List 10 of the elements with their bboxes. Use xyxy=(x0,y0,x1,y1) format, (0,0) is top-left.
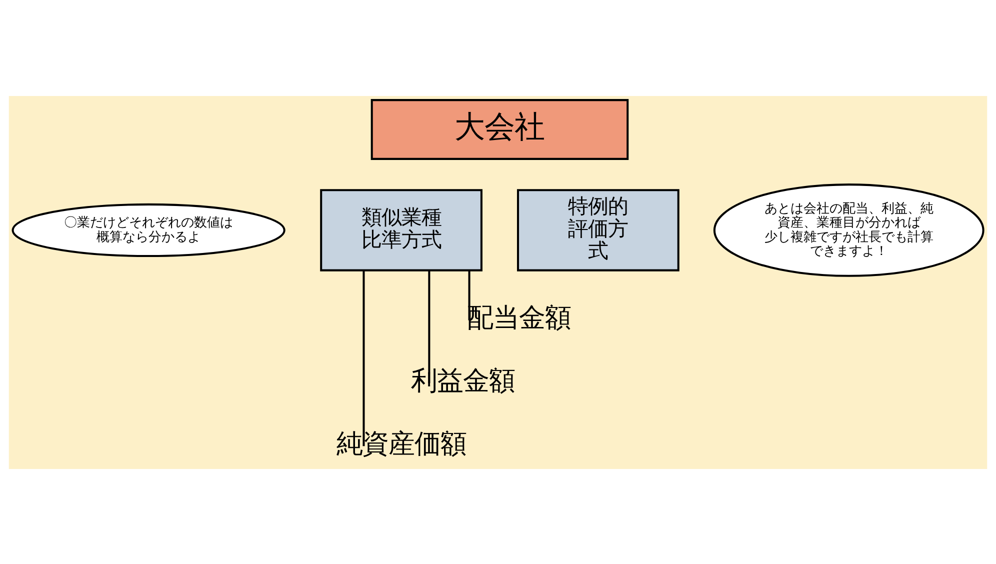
node-box: 大会社 xyxy=(370,98,629,160)
connector xyxy=(468,269,470,320)
connector xyxy=(362,269,365,446)
node-text: 純資産価額 xyxy=(336,429,466,460)
node-text: 配当金額 xyxy=(467,303,572,334)
node-ellipse: 〇業だけどそれぞれの数値は概算なら分かるよ xyxy=(12,202,286,257)
connector xyxy=(428,269,430,383)
node-ellipse: あとは会社の配当、利益、純資産、業種目が分かれば 少し複雑ですが社長でも計算できますよ！ xyxy=(713,183,984,276)
node-box: 類似業種比準方式 xyxy=(320,188,482,271)
node-box: 特例的評価方式 xyxy=(516,188,680,271)
